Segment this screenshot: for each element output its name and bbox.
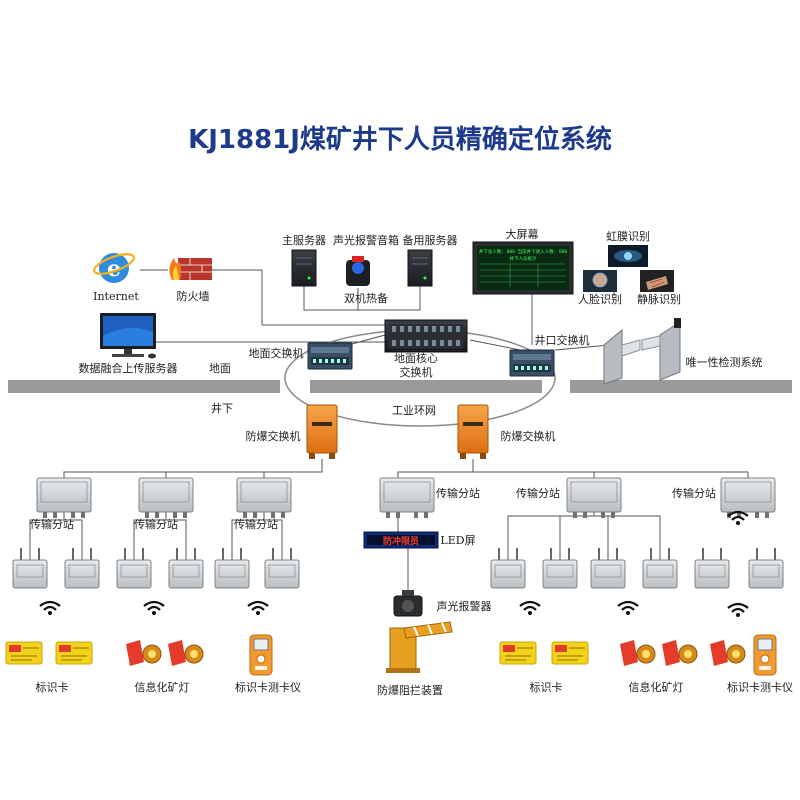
big-screen: 井下总人数: 000 当前井下进入人数: 000 井下人员统计 <box>472 241 574 295</box>
wireless-icon-5 <box>616 600 640 617</box>
face-label: 人脸识别 <box>578 292 622 306</box>
card-tester-label-left: 标识卡测卡仪 <box>235 680 301 694</box>
firewall-label: 防火墙 <box>177 289 210 303</box>
underground-label: 井下 <box>211 401 233 415</box>
unique-check-label: 唯一性检测系统 <box>686 355 763 369</box>
tag-card-label-right: 标识卡 <box>530 680 563 694</box>
tag-card-2 <box>55 641 93 665</box>
svg-text:e: e <box>107 256 121 282</box>
cap-lamp-3 <box>619 639 656 667</box>
ground-bar-middle <box>310 380 542 393</box>
tag-card-label-left: 标识卡 <box>36 680 69 694</box>
core-switch-label-2: 交换机 <box>400 365 433 379</box>
alarm-speaker-label: 声光报警音箱 <box>333 233 399 247</box>
vein-image <box>640 270 674 292</box>
tag-card-4 <box>551 641 589 665</box>
shaft-switch <box>509 349 555 377</box>
tag-card-1 <box>5 641 43 665</box>
vein-label: 静脉识别 <box>637 292 681 306</box>
iris-image <box>608 245 648 267</box>
station-2 <box>138 477 194 519</box>
core-switch-label-1: 地面核心 <box>394 351 438 365</box>
barrier-device <box>386 621 453 673</box>
tag-card-3 <box>499 641 537 665</box>
internet-label: Internet <box>93 290 139 303</box>
upload-server-monitor <box>100 313 156 359</box>
ex-switch-left <box>306 404 338 459</box>
core-switch <box>384 319 468 353</box>
card-tester-right <box>753 634 777 676</box>
firewall-icon <box>169 258 212 280</box>
ground-bar-right <box>570 380 792 393</box>
wireless-icon-7 <box>726 602 750 619</box>
ground-switch-label: 地面交换机 <box>249 346 304 360</box>
barrier-label: 防爆阻拦装置 <box>377 683 443 697</box>
diagram-title: KJ1881J煤矿井下人员精确定位系统 <box>188 124 612 155</box>
upload-server-label: 数据融合上传服务器 <box>79 361 178 375</box>
station-3 <box>236 477 292 519</box>
cap-lamp-label-right: 信息化矿灯 <box>629 680 684 694</box>
main-server <box>291 249 317 287</box>
station-5 <box>566 477 622 519</box>
led-screen-label: LED屏 <box>440 534 475 547</box>
ground-bar-left <box>8 380 280 393</box>
ex-switch-left-label: 防爆交换机 <box>246 429 301 443</box>
reader-11 <box>694 547 730 589</box>
dual-hot-label: 双机热备 <box>344 291 388 305</box>
screen-header-text: 井下总人数: 000 当前井下进入人数: 000 <box>479 248 568 255</box>
turnstile-gate <box>603 318 681 385</box>
sound-alarm <box>393 590 423 617</box>
iris-label: 虹膜识别 <box>606 230 650 243</box>
cap-lamp-2 <box>167 639 204 667</box>
ring-net-label: 工业环网 <box>392 404 436 417</box>
card-tester-left <box>249 634 273 676</box>
card-tester-label-right: 标识卡测卡仪 <box>727 680 793 694</box>
cap-lamp-label-left: 信息化矿灯 <box>135 680 190 694</box>
ex-switch-right <box>457 404 489 459</box>
station-4-label: 传输分站 <box>436 486 480 500</box>
cap-lamp-4 <box>661 639 698 667</box>
backup-server <box>407 249 433 287</box>
ground-label: 地面 <box>209 362 231 375</box>
wireless-icon-3 <box>246 600 270 617</box>
sound-alarm-label: 声光报警器 <box>437 599 492 613</box>
station-2-label: 传输分站 <box>134 517 178 531</box>
led-screen: 防冲限员 <box>363 531 439 549</box>
wireless-icon-2 <box>142 600 166 617</box>
alarm-speaker <box>346 256 370 286</box>
station-4 <box>379 477 435 519</box>
internet-icon: e <box>93 253 135 283</box>
backup-server-label: 备用服务器 <box>403 233 458 247</box>
station-5-label: 传输分站 <box>516 486 560 500</box>
big-screen-label: 大屏幕 <box>506 227 539 241</box>
shaft-switch-label: 井口交换机 <box>535 333 590 347</box>
station-6-label: 传输分站 <box>672 486 716 500</box>
ground-switch <box>307 342 353 370</box>
reader-12 <box>748 547 784 589</box>
cap-lamp-1 <box>125 639 162 667</box>
screen-row-title: 井下人员统计 <box>510 255 537 262</box>
station-1 <box>36 477 92 519</box>
face-image <box>583 270 617 292</box>
ex-switch-right-label: 防爆交换机 <box>501 429 556 443</box>
cap-lamp-5 <box>709 639 746 667</box>
wireless-icon-1 <box>38 600 62 617</box>
station-3-label: 传输分站 <box>234 517 278 531</box>
main-server-label: 主服务器 <box>282 234 326 247</box>
station-1-label: 传输分站 <box>30 517 74 531</box>
led-screen-text: 防冲限员 <box>383 535 419 547</box>
station-6 <box>720 477 776 519</box>
wireless-icon-4 <box>518 600 542 617</box>
